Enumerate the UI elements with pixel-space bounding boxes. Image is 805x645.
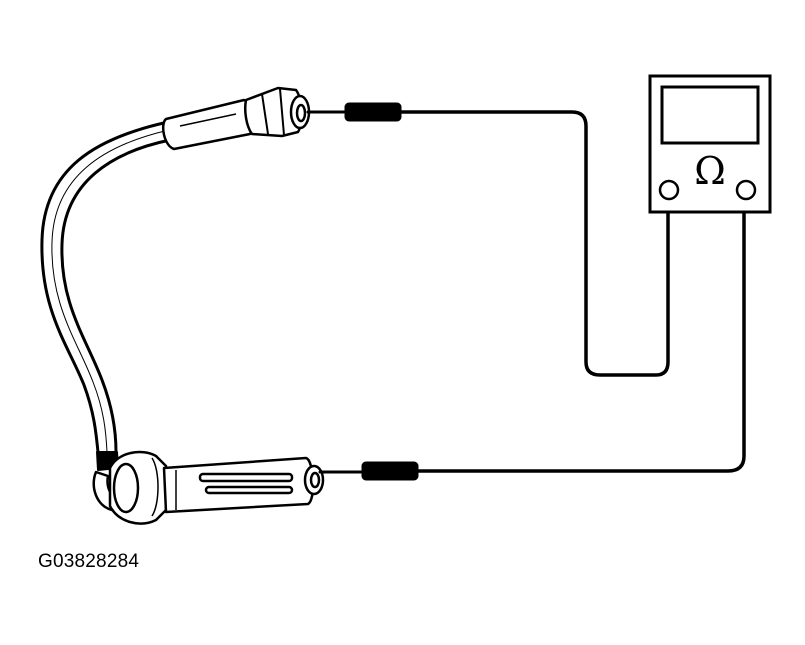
meter-display [660,85,760,145]
lower-boot-connector [92,450,325,525]
lower-test-lead [318,188,746,481]
spark-plug-wire [40,120,172,471]
ohmmeter: Ω [648,74,772,214]
figure-reference-code: G03828284 [38,551,140,572]
meter-terminal-right [735,179,757,201]
upper-test-lead [306,102,670,377]
upper-boot-connector [162,86,311,151]
meter-terminal-left [658,179,680,201]
ohm-symbol: Ω [694,149,726,193]
